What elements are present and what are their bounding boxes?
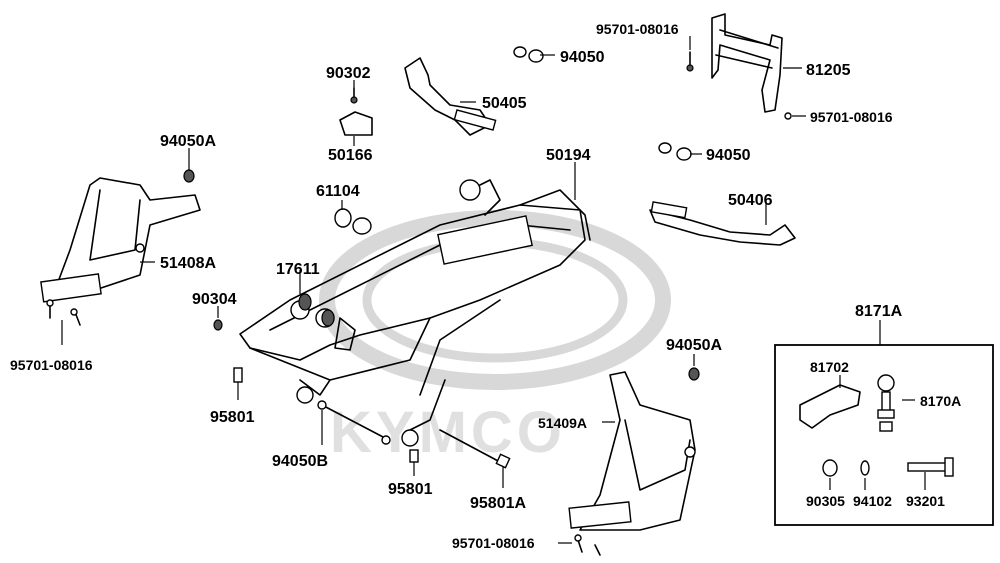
- label-81702: 81702: [810, 359, 849, 375]
- label-95701-08016-right: 95701-08016: [810, 109, 893, 125]
- label-50166: 50166: [328, 147, 373, 164]
- hardware[interactable]: [46, 46, 792, 556]
- label-94050A-right: 94050A: [666, 337, 722, 354]
- label-95801-left: 95801: [210, 409, 255, 426]
- label-94050-mid: 94050: [706, 147, 751, 164]
- leader-lines: [61, 36, 926, 544]
- label-90302: 90302: [326, 65, 371, 82]
- label-94050B: 94050B: [272, 453, 328, 470]
- label-94050-top: 94050: [560, 49, 605, 66]
- label-94050A-left: 94050A: [160, 133, 216, 150]
- label-17611: 17611: [276, 261, 320, 278]
- label-95801A: 95801A: [470, 495, 526, 512]
- watermark-text: KYMCO: [330, 400, 566, 465]
- main-frame-50194[interactable]: [239, 179, 591, 447]
- label-95801-center: 95801: [388, 481, 433, 498]
- label-95701-08016-bottom: 95701-08016: [452, 535, 535, 551]
- label-51408A: 51408A: [160, 255, 216, 272]
- kit-box-8171A[interactable]: [774, 344, 994, 526]
- label-81205: 81205: [806, 62, 851, 79]
- label-95701-08016-left: 95701-08016: [10, 357, 93, 373]
- label-61104: 61104: [316, 183, 360, 200]
- bracket-51409A[interactable]: [568, 371, 696, 531]
- carrier-81205[interactable]: [711, 13, 783, 113]
- label-90304: 90304: [192, 291, 237, 308]
- label-95701-08016-top: 95701-08016: [596, 21, 679, 37]
- bracket-51408A[interactable]: [40, 177, 201, 303]
- label-8171A: 8171A: [855, 303, 903, 320]
- rail-50405[interactable]: [404, 57, 497, 136]
- label-8170A: 8170A: [920, 393, 961, 409]
- label-50406: 50406: [728, 192, 773, 209]
- label-94102: 94102: [853, 493, 892, 509]
- rail-50406[interactable]: [649, 201, 796, 246]
- label-51409A: 51409A: [538, 415, 587, 431]
- label-50194: 50194: [546, 147, 591, 164]
- label-93201: 93201: [906, 493, 945, 509]
- label-90305: 90305: [806, 493, 845, 509]
- watermark-logo: KYMCO: [319, 210, 671, 465]
- part-labels: 95701-08016 94050 90302 81205 50405 9570…: [10, 21, 961, 551]
- label-50405: 50405: [482, 95, 527, 112]
